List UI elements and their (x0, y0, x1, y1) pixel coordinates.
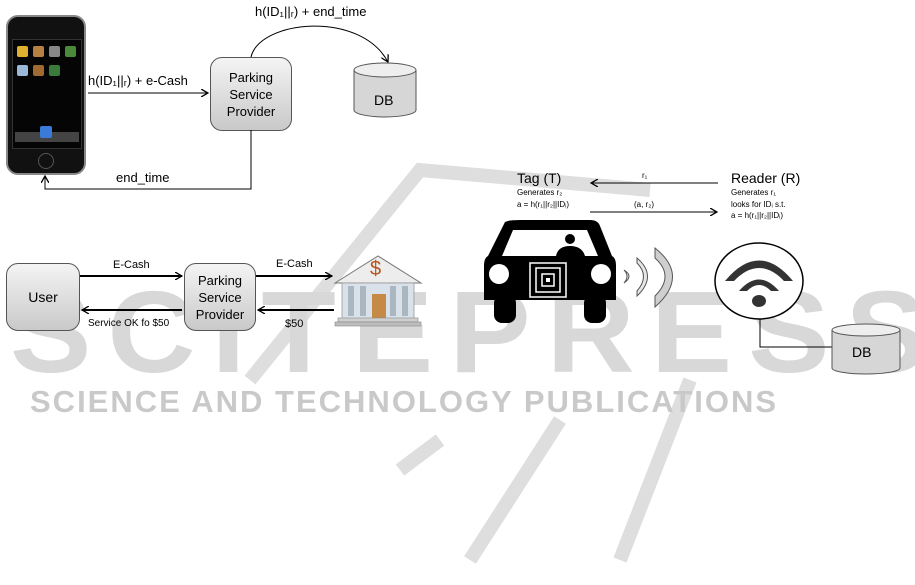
user-label: User (28, 289, 58, 305)
msg-user-to-psp: E-Cash (113, 259, 150, 271)
bank-icon (333, 255, 423, 327)
reader-icon (714, 242, 804, 320)
app-icon (65, 46, 76, 57)
smartphone-icon (6, 15, 86, 175)
db-cylinder-rfid (831, 323, 901, 375)
msg-tag-to-reader: (a, r₂) (634, 200, 654, 209)
psp-line: Parking (197, 272, 243, 288)
msg-phone-to-psp: h(ID₁||ᵣ) + e-Cash (88, 73, 188, 88)
tag-line-1: Generates r₂ (517, 188, 563, 197)
app-icon (17, 46, 28, 57)
psp-line: Service (198, 289, 242, 305)
app-icon (49, 65, 60, 76)
msg-psp-to-phone: end_time (116, 170, 170, 185)
msg-psp-to-user: Service OK fo $50 (88, 318, 170, 329)
psp-line: Service (229, 86, 273, 102)
psp-line: Parking (228, 69, 274, 85)
watermark-small-text: SCIENCE AND TECHNOLOGY PUBLICATIONS (30, 384, 779, 419)
phone-screen (12, 39, 82, 149)
msg-reader-to-tag: r₁ (642, 171, 648, 180)
watermark-swoosh-bottom (464, 416, 566, 564)
watermark-swoosh-mid (395, 434, 445, 476)
arrow-psp-to-db (250, 25, 388, 62)
psp-line: Provider (226, 103, 276, 119)
db-cylinder-top (353, 62, 417, 118)
reader-db-connector (759, 319, 836, 348)
msg-bank-to-psp: $50 (285, 318, 304, 330)
psp-box-top: Parking Service Provider (210, 57, 292, 131)
signal-waves-icon (623, 246, 673, 309)
safari-icon (40, 126, 52, 138)
tag-line-2: a = h(r₁||r₂||IDᵢ) (517, 200, 570, 209)
db-label-rfid: DB (852, 344, 872, 360)
user-box: User (6, 263, 80, 331)
bank-dollar-sign: $ (370, 258, 382, 280)
reader-line-1: Generates r₁ (731, 188, 776, 197)
app-icon (49, 46, 60, 57)
reader-title: Reader (R) (731, 170, 801, 186)
reader-line-2: looks for IDᵢ s.t. (731, 200, 786, 209)
msg-psp-to-bank: E-Cash (276, 258, 313, 270)
app-icon (33, 46, 44, 57)
app-icon (17, 65, 28, 76)
db-label-top: DB (374, 92, 394, 108)
reader-line-3: a = h(r₁||r₂||IDᵢ) (731, 211, 784, 220)
arrow-psp-to-phone (45, 130, 252, 190)
car-icon (484, 220, 616, 323)
psp-line: Provider (195, 306, 245, 322)
tag-title: Tag (T) (517, 170, 562, 186)
msg-psp-to-db: h(ID₁||ᵣ) + end_time (255, 4, 367, 19)
watermark-swoosh-right (613, 377, 697, 563)
app-icon (33, 65, 44, 76)
psp-box-payment: Parking Service Provider (184, 263, 256, 331)
home-button (38, 153, 54, 169)
